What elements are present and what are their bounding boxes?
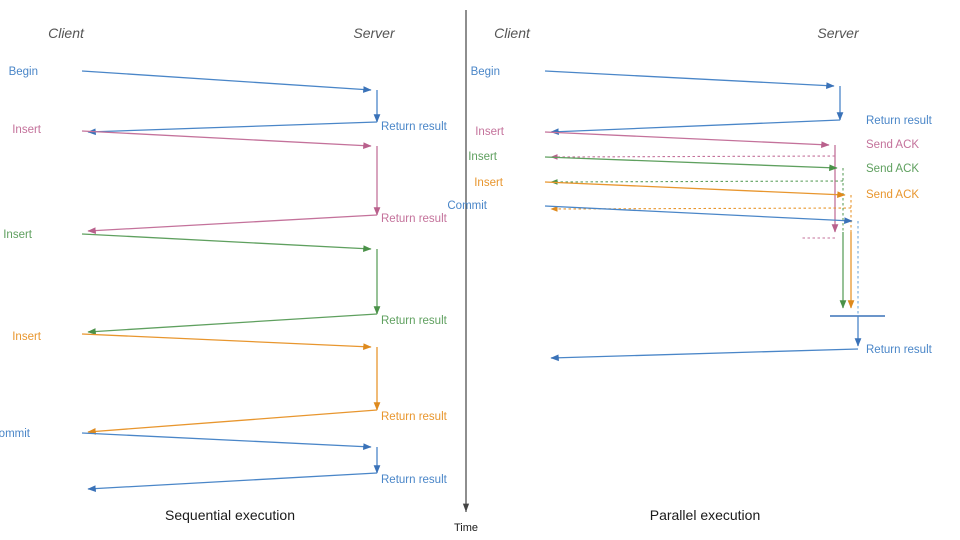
response-label-begin: Return result [381, 121, 448, 133]
response-arrow-begin [87, 121, 378, 136]
lane-header-server-parallel: Server [817, 25, 860, 41]
response-arrow-insert-1 [87, 214, 378, 234]
request-label-par-insert-1: Insert [475, 126, 505, 138]
response-arrow-insert-2 [87, 313, 378, 335]
lane-header-server: Server [353, 25, 396, 41]
request-label-insert-3: Insert [12, 331, 42, 343]
response-label-par-commit: Return result [866, 344, 933, 356]
message-par-begin: Begin Return result [471, 66, 933, 136]
message-seq-commit: Commit Return result [0, 428, 448, 492]
request-arrow-par-insert-2 [544, 156, 838, 172]
request-arrow-begin [81, 70, 372, 93]
message-seq-insert-1: Insert Return result [12, 124, 448, 234]
time-axis: Time [454, 10, 478, 534]
request-label-insert-1: Insert [12, 124, 42, 136]
panel-caption-parallel: Parallel execution [650, 507, 761, 523]
message-par-insert-3: Insert Send ACK [474, 177, 919, 309]
response-arrow-commit [87, 472, 378, 492]
ack-arrow-par-insert-2 [550, 179, 844, 185]
request-arrow-insert-1 [81, 130, 372, 149]
lane-header-client: Client [48, 25, 85, 41]
message-par-insert-1: Insert Send ACK [475, 126, 919, 239]
request-label-par-insert-2: Insert [468, 151, 498, 163]
message-seq-begin: Begin Return result [9, 66, 448, 136]
request-label-par-commit: Commit [447, 200, 487, 212]
ack-label-par-insert-3: Send ACK [866, 189, 919, 201]
request-arrow-commit [81, 432, 372, 450]
response-arrow-par-commit [550, 348, 859, 362]
request-label-commit: Commit [0, 428, 31, 440]
response-arrow-insert-3 [87, 409, 378, 435]
request-arrow-par-insert-3 [544, 181, 846, 199]
response-arrow-par-begin [550, 119, 841, 136]
request-label-par-begin: Begin [471, 66, 500, 78]
request-label-begin: Begin [9, 66, 38, 78]
panel-parallel: Client Server Begin Return result Insert… [447, 25, 932, 523]
response-label-commit: Return result [381, 474, 448, 486]
request-arrow-par-commit [544, 205, 853, 224]
ack-arrow-par-insert-1 [550, 154, 836, 160]
response-label-insert-3: Return result [381, 411, 448, 423]
message-seq-insert-2: Insert Return result [3, 229, 448, 335]
message-par-commit: Commit Return result [447, 200, 933, 362]
message-seq-insert-3: Insert Return result [12, 331, 448, 435]
panel-sequential: Client Server Begin Return result Insert… [0, 25, 448, 523]
request-arrow-insert-3 [81, 333, 372, 351]
response-label-insert-2: Return result [381, 315, 448, 327]
time-axis-label: Time [454, 522, 478, 534]
ack-label-par-insert-1: Send ACK [866, 139, 919, 151]
request-label-insert-2: Insert [3, 229, 33, 241]
message-par-insert-2: Insert Send ACK [468, 151, 919, 309]
request-arrow-par-insert-1 [544, 131, 830, 149]
request-label-par-insert-3: Insert [474, 177, 504, 189]
response-label-insert-1: Return result [381, 213, 448, 225]
lane-header-client-parallel: Client [494, 25, 531, 41]
ack-label-par-insert-2: Send ACK [866, 163, 919, 175]
request-arrow-par-begin [544, 70, 835, 89]
request-arrow-insert-2 [81, 233, 372, 252]
response-label-par-begin: Return result [866, 115, 933, 127]
panel-caption-sequential: Sequential execution [165, 507, 295, 523]
